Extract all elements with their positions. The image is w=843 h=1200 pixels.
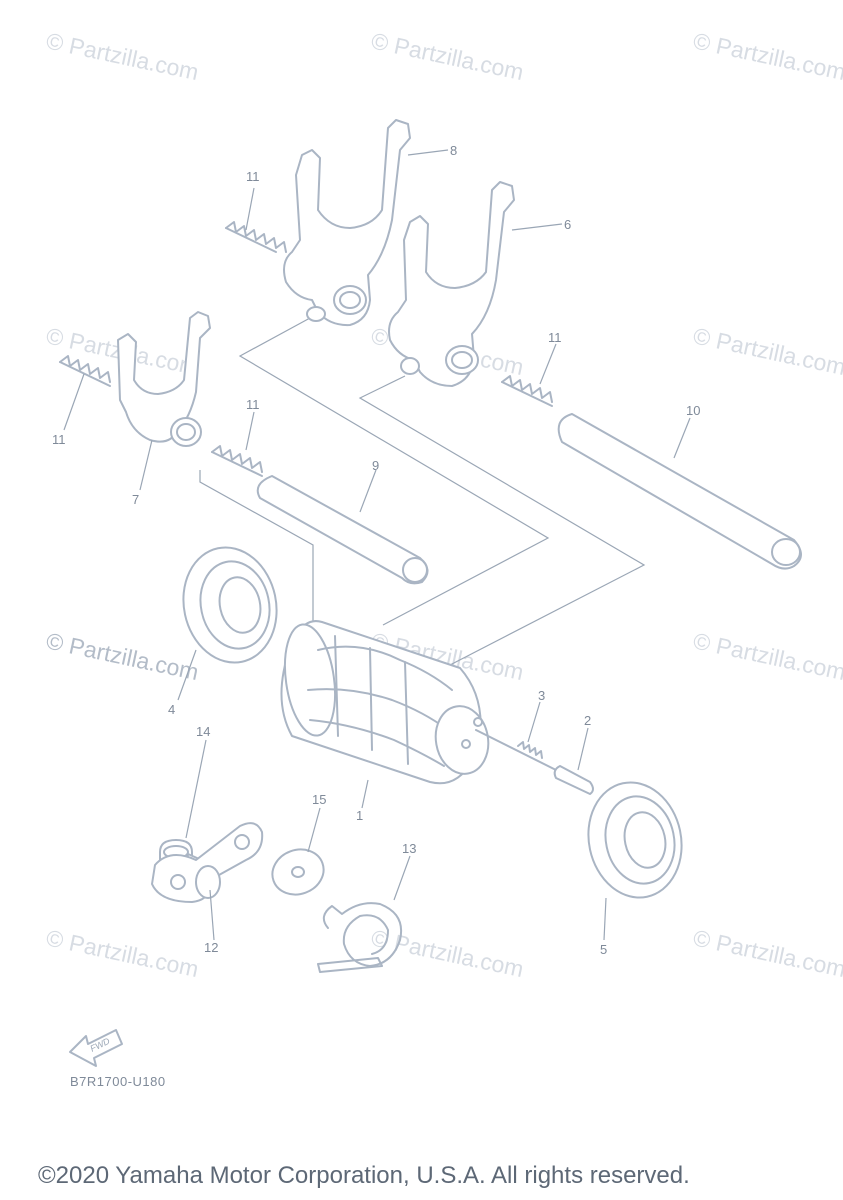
callout-leaders bbox=[63, 149, 691, 941]
shift-fork-8[interactable] bbox=[283, 119, 411, 327]
shift-shaft-9[interactable] bbox=[256, 475, 429, 585]
watermark: © Partzilla.com bbox=[691, 924, 843, 982]
watermark: © Partzilla.com bbox=[691, 322, 843, 380]
shift-fork-6[interactable] bbox=[388, 181, 515, 387]
callout-11-middle: 11 bbox=[246, 397, 260, 412]
callout-12: 12 bbox=[204, 940, 218, 955]
callout-9: 9 bbox=[372, 458, 379, 473]
segment-12[interactable] bbox=[151, 822, 264, 903]
diagram-reference-code: B7R1700-U180 bbox=[70, 1074, 166, 1089]
callout-8: 8 bbox=[450, 143, 457, 158]
spring-3[interactable] bbox=[517, 741, 543, 759]
shift-fork-7[interactable] bbox=[117, 311, 211, 447]
spring-11-left[interactable] bbox=[59, 355, 111, 387]
watermark: © Partzilla.com bbox=[44, 924, 201, 982]
callout-1: 1 bbox=[356, 808, 363, 823]
bearing-4[interactable] bbox=[173, 539, 287, 672]
shift-drum-1[interactable] bbox=[278, 620, 561, 785]
callout-4: 4 bbox=[168, 702, 175, 717]
callout-10: 10 bbox=[686, 403, 700, 418]
callout-11-right: 11 bbox=[548, 330, 562, 345]
watermark: © Partzilla.com bbox=[691, 27, 843, 85]
callout-numbers: 8 6 11 11 11 11 7 9 10 4 5 3 2 1 14 12 1… bbox=[52, 143, 700, 957]
watermark: © Partzilla.com bbox=[44, 27, 201, 85]
copyright-notice: ©2020 Yamaha Motor Corporation, U.S.A. A… bbox=[38, 1162, 690, 1189]
callout-11-top: 11 bbox=[246, 169, 260, 184]
callout-15: 15 bbox=[312, 792, 326, 807]
bearing-5[interactable] bbox=[578, 774, 692, 907]
callout-11-left: 11 bbox=[52, 432, 66, 447]
pin-2[interactable] bbox=[553, 765, 594, 795]
callout-14: 14 bbox=[196, 724, 210, 739]
spring-11-middle[interactable] bbox=[211, 445, 263, 477]
callout-13: 13 bbox=[402, 841, 416, 856]
callout-6: 6 bbox=[564, 217, 571, 232]
washer-15[interactable] bbox=[266, 842, 330, 901]
spring-11-top[interactable] bbox=[225, 221, 287, 253]
watermark: © Partzilla.com bbox=[369, 27, 526, 85]
forward-arrow-icon: FWD bbox=[69, 1029, 123, 1067]
watermark: © Partzilla.com bbox=[44, 627, 201, 685]
spring-11-right[interactable] bbox=[501, 375, 553, 407]
callout-2: 2 bbox=[584, 713, 591, 728]
watermark: © Partzilla.com bbox=[691, 627, 843, 685]
callout-7: 7 bbox=[132, 492, 139, 507]
shift-shaft-10[interactable] bbox=[557, 413, 802, 570]
guide-lines bbox=[199, 317, 646, 690]
callout-3: 3 bbox=[538, 688, 545, 703]
callout-5: 5 bbox=[600, 942, 607, 957]
torsion-spring-13[interactable] bbox=[317, 902, 402, 973]
